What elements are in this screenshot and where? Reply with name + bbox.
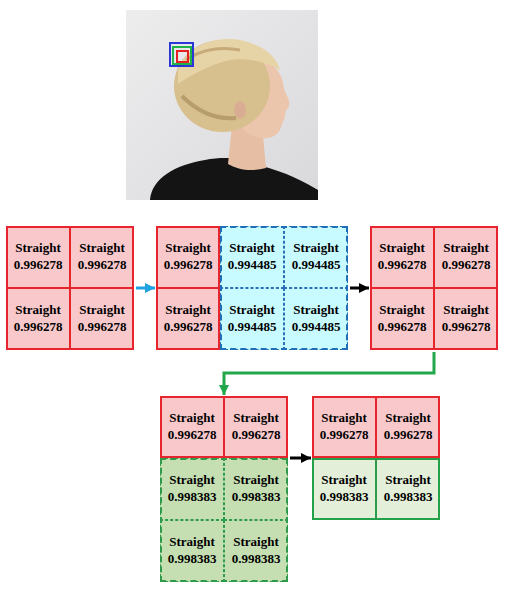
class-label: Straight <box>169 472 215 489</box>
grid-cell: Straight0.994485 <box>220 226 284 288</box>
class-label: Straight <box>233 410 279 427</box>
grid-cell: Straight0.996278 <box>160 396 224 458</box>
confidence-score: 0.996278 <box>384 427 433 444</box>
grid-cell: Straight0.998383 <box>224 520 288 582</box>
grid-cell: Straight0.998383 <box>312 458 376 520</box>
grid-cell: Straight0.994485 <box>284 288 348 350</box>
confidence-score: 0.998383 <box>168 551 217 568</box>
class-label: Straight <box>293 240 339 257</box>
grid-cell: Straight0.998383 <box>376 458 440 520</box>
braid-line <box>186 48 240 60</box>
grid-cell: Straight0.998383 <box>224 458 288 520</box>
class-label: Straight <box>385 472 431 489</box>
grid-cell: Straight0.996278 <box>70 226 134 288</box>
class-label: Straight <box>379 302 425 319</box>
class-label: Straight <box>79 240 125 257</box>
feature-grid: Straight0.996278Straight0.996278Straight… <box>312 396 440 520</box>
class-label: Straight <box>169 410 215 427</box>
grid-cell: Straight0.996278 <box>70 288 134 350</box>
class-label: Straight <box>443 302 489 319</box>
confidence-score: 0.994485 <box>292 257 341 274</box>
detection-box <box>177 51 188 62</box>
grid-cell: Straight0.996278 <box>370 226 434 288</box>
class-label: Straight <box>165 240 211 257</box>
flow-arrow <box>290 457 311 460</box>
class-label: Straight <box>169 534 215 551</box>
confidence-score: 0.996278 <box>164 319 213 336</box>
grid-cell: Straight0.994485 <box>220 288 284 350</box>
confidence-score: 0.996278 <box>442 257 491 274</box>
class-label: Straight <box>165 302 211 319</box>
class-label: Straight <box>321 410 367 427</box>
confidence-score: 0.998383 <box>168 489 217 506</box>
detection-box <box>170 43 193 66</box>
class-label: Straight <box>15 302 61 319</box>
confidence-score: 0.996278 <box>78 319 127 336</box>
detection-box <box>173 47 191 64</box>
photo-background <box>126 10 318 200</box>
grid-cell: Straight0.998383 <box>160 458 224 520</box>
class-label: Straight <box>233 534 279 551</box>
confidence-score: 0.996278 <box>232 427 281 444</box>
class-label: Straight <box>321 472 367 489</box>
grid-cell: Straight0.996278 <box>6 226 70 288</box>
braid-line <box>182 96 236 118</box>
class-label: Straight <box>293 302 339 319</box>
grid-cell: Straight0.996278 <box>6 288 70 350</box>
confidence-score: 0.996278 <box>164 257 213 274</box>
class-label: Straight <box>229 302 275 319</box>
confidence-score: 0.994485 <box>228 319 277 336</box>
grid-cell: Straight0.996278 <box>312 396 376 458</box>
grid-cell: Straight0.996278 <box>370 288 434 350</box>
grid-cell: Straight0.996278 <box>156 226 220 288</box>
class-label: Straight <box>385 410 431 427</box>
confidence-score: 0.998383 <box>320 489 369 506</box>
grid-cell: Straight0.994485 <box>284 226 348 288</box>
confidence-score: 0.996278 <box>320 427 369 444</box>
confidence-score: 0.996278 <box>78 257 127 274</box>
confidence-score: 0.994485 <box>228 257 277 274</box>
confidence-score: 0.996278 <box>378 257 427 274</box>
confidence-score: 0.998383 <box>232 489 281 506</box>
grid-cell: Straight0.998383 <box>160 520 224 582</box>
grid-cell: Straight0.996278 <box>434 226 498 288</box>
feature-grid: Straight0.996278Straight0.996278Straight… <box>6 226 134 350</box>
flow-arrow <box>350 287 369 290</box>
grid-cell: Straight0.996278 <box>376 396 440 458</box>
class-label: Straight <box>233 472 279 489</box>
grid-cell: Straight0.996278 <box>434 288 498 350</box>
confidence-score: 0.996278 <box>378 319 427 336</box>
feature-grid: Straight0.996278Straight0.994485Straight… <box>156 226 348 350</box>
confidence-score: 0.996278 <box>14 319 63 336</box>
feature-grid: Straight0.996278Straight0.996278Straight… <box>370 226 498 350</box>
confidence-score: 0.996278 <box>14 257 63 274</box>
class-label: Straight <box>79 302 125 319</box>
ear <box>234 101 246 119</box>
confidence-score: 0.996278 <box>442 319 491 336</box>
grid-cell: Straight0.996278 <box>224 396 288 458</box>
class-label: Straight <box>15 240 61 257</box>
class-label: Straight <box>229 240 275 257</box>
flow-arrow <box>224 352 434 395</box>
class-label: Straight <box>379 240 425 257</box>
feature-grid: Straight0.996278Straight0.996278Straight… <box>160 396 288 582</box>
confidence-score: 0.998383 <box>384 489 433 506</box>
confidence-score: 0.994485 <box>292 319 341 336</box>
confidence-score: 0.996278 <box>168 427 217 444</box>
grid-cell: Straight0.996278 <box>156 288 220 350</box>
class-label: Straight <box>443 240 489 257</box>
flow-arrow <box>136 287 155 290</box>
confidence-score: 0.998383 <box>232 551 281 568</box>
